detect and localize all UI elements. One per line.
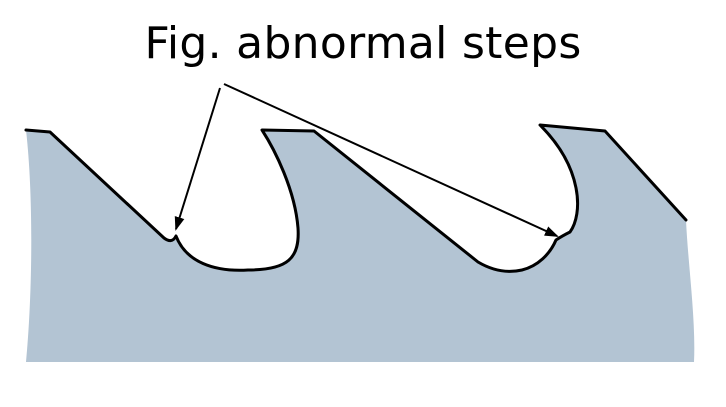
callout-arrow-right-step [223,83,559,237]
callout-arrow-left-step [174,87,221,231]
figure-caption: Fig. abnormal steps [144,18,582,69]
blade-body [26,125,695,362]
tooth-profile-outline [24,123,688,273]
